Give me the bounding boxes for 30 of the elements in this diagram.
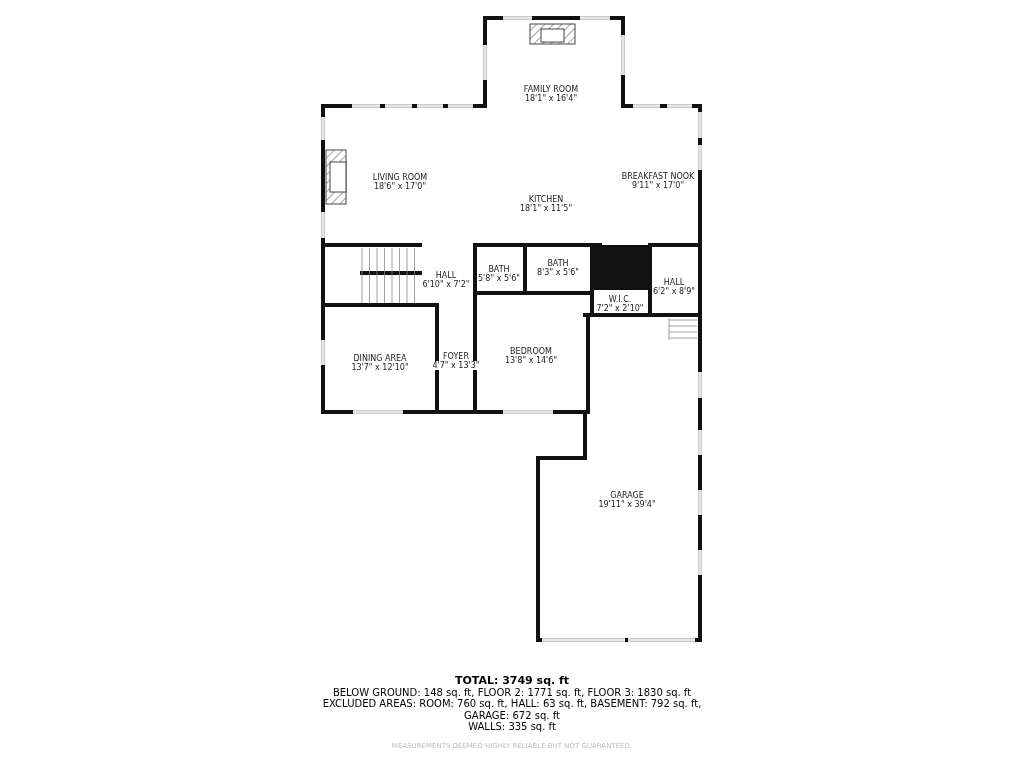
- room-name: BATH: [546, 259, 570, 268]
- room-dimensions: 13'7" x 12'10": [350, 363, 410, 372]
- room-name: HALL: [434, 271, 458, 280]
- room-name: LIVING ROOM: [371, 173, 429, 182]
- room-name: KITCHEN: [527, 195, 565, 204]
- room-name: FOYER: [442, 352, 470, 361]
- room-dimensions: 7'2" x 2'10": [595, 304, 645, 313]
- area-summary: EXCLUDED AREAS: ROOM: 760 sq. ft, HALL: 63 sq. ft, BASEMENT: 792 sq. ft, GARAGE: 672 sq. ft: [321, 698, 703, 721]
- room-dimensions: 18'1" x 11'5": [518, 204, 574, 213]
- room-dimensions: 9'11" x 17'0": [630, 181, 686, 190]
- room-dimensions: 8'3" x 5'6": [536, 268, 580, 277]
- total-area: TOTAL: 3749 sq. ft: [454, 675, 570, 687]
- room-dimensions: 4'7" x 13'3": [431, 361, 481, 370]
- room-name: BEDROOM: [509, 347, 553, 356]
- room-name: DINING AREA: [352, 354, 408, 363]
- area-summary: BELOW GROUND: 148 sq. ft, FLOOR 2: 1771 sq. ft, FLOOR 3: 1830 sq. ft: [331, 686, 693, 698]
- room-dimensions: 6'2" x 8'9": [652, 287, 696, 296]
- room-name: BREAKFAST NOOK: [620, 172, 696, 181]
- area-summary: WALLS: 335 sq. ft: [467, 721, 557, 733]
- room-dimensions: 18'1" x 16'4": [523, 94, 579, 103]
- room-name: GARAGE: [609, 491, 645, 500]
- room-dimensions: 19'11" x 39'4": [597, 500, 657, 509]
- room-name: FAMILY ROOM: [522, 85, 580, 94]
- room-dimensions: 5'8" x 5'6": [477, 274, 521, 283]
- room-dimensions: 6'10" x 7'2": [421, 280, 471, 289]
- room-dimensions: 13'8" x 14'6": [503, 356, 559, 365]
- room-dimensions: 18'6" x 17'0": [372, 182, 428, 191]
- room-name: HALL: [662, 278, 686, 287]
- room-name: W.I.C.: [607, 295, 633, 304]
- room-name: BATH: [487, 265, 511, 274]
